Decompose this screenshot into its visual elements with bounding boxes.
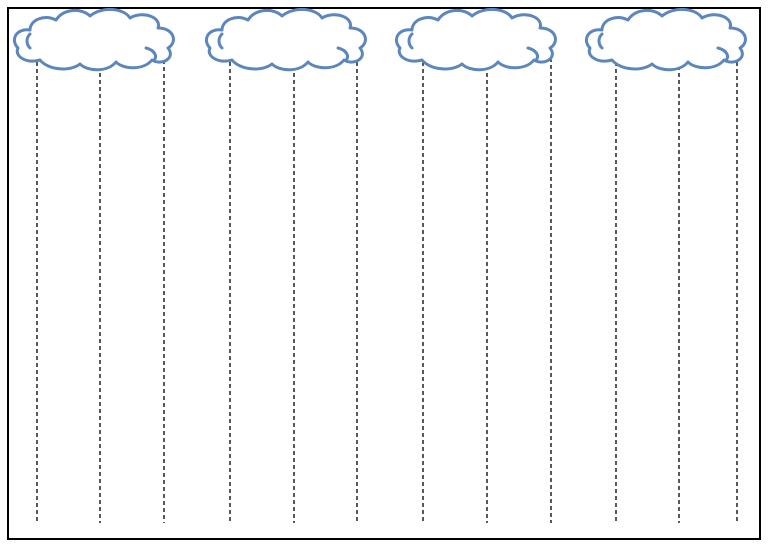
cloud-icon	[204, 7, 367, 72]
cloud-icon	[584, 7, 747, 72]
worksheet-border	[7, 7, 761, 540]
cloud-icon	[394, 7, 557, 72]
dashed-line-group	[36, 55, 738, 523]
cloud-icon	[12, 7, 175, 72]
